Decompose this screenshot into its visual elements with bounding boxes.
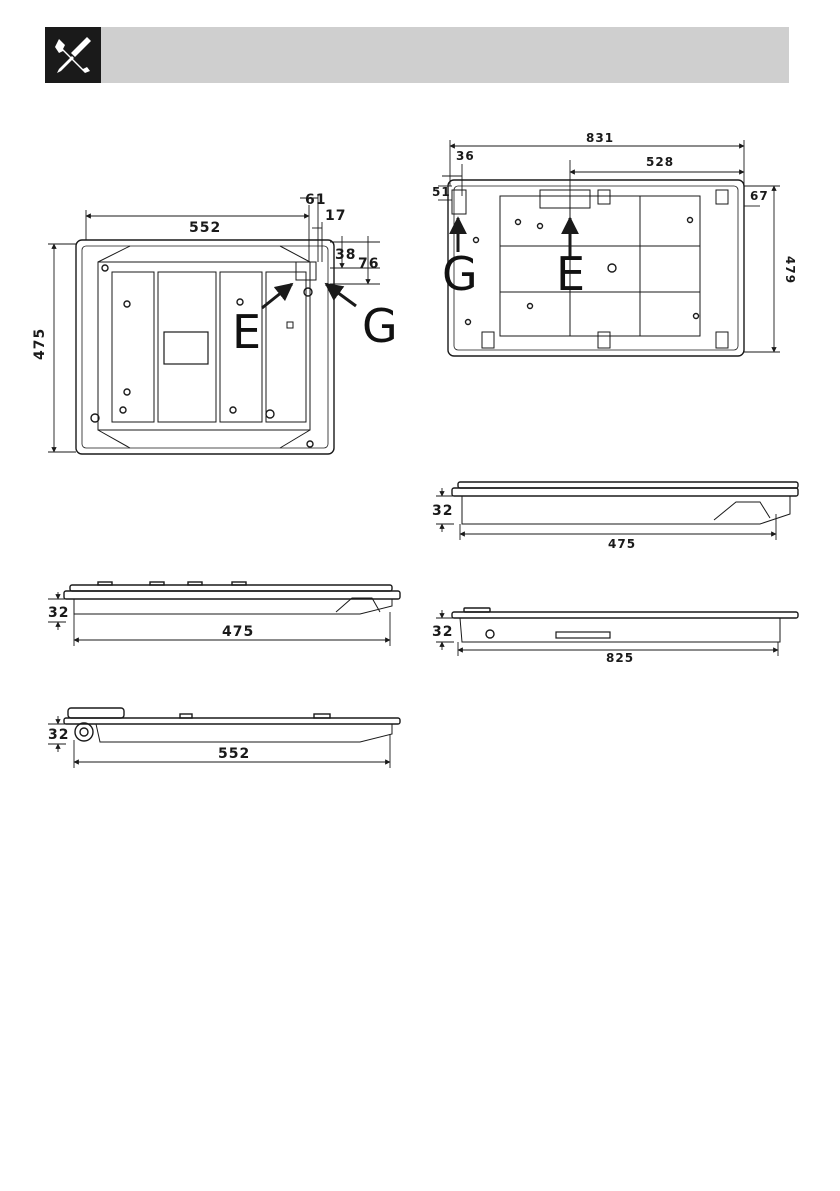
dim-831: 831	[586, 131, 614, 145]
dim-38: 38	[335, 247, 356, 263]
dim-67: 67	[750, 189, 769, 203]
dim-528: 528	[646, 155, 674, 169]
dim-17: 17	[325, 208, 346, 224]
label-e-right: E	[556, 247, 585, 301]
dim-76: 76	[358, 256, 379, 272]
label-g-left: G	[362, 299, 398, 353]
label-e-left: E	[232, 305, 261, 359]
dim-475-right-side1: 475	[608, 537, 636, 551]
dim-825-right-side2: 825	[606, 651, 634, 665]
dim-32-right-side2: 32	[432, 624, 453, 640]
label-g-right: G	[442, 247, 478, 301]
dim-36: 36	[456, 149, 475, 163]
dim-51: 51	[432, 185, 451, 199]
hob-top-view-small	[76, 240, 334, 454]
dim-height-475: 475	[32, 328, 48, 360]
hob-side-view-475	[64, 582, 400, 614]
hob-top-view-large	[448, 180, 744, 356]
dim-32-right-side1: 32	[432, 503, 453, 519]
dim-479: 479	[783, 256, 797, 284]
dim-475-side1: 475	[222, 624, 254, 640]
dim-552-side2: 552	[218, 746, 250, 762]
dim-width-552: 552	[189, 220, 221, 236]
dim-32-side2: 32	[48, 727, 69, 743]
hob-side-view-475-right	[452, 482, 798, 524]
hob-side-view-825	[452, 608, 798, 642]
dim-61: 61	[305, 192, 326, 208]
hob-side-view-552	[64, 708, 400, 742]
dim-32-side1: 32	[48, 605, 69, 621]
